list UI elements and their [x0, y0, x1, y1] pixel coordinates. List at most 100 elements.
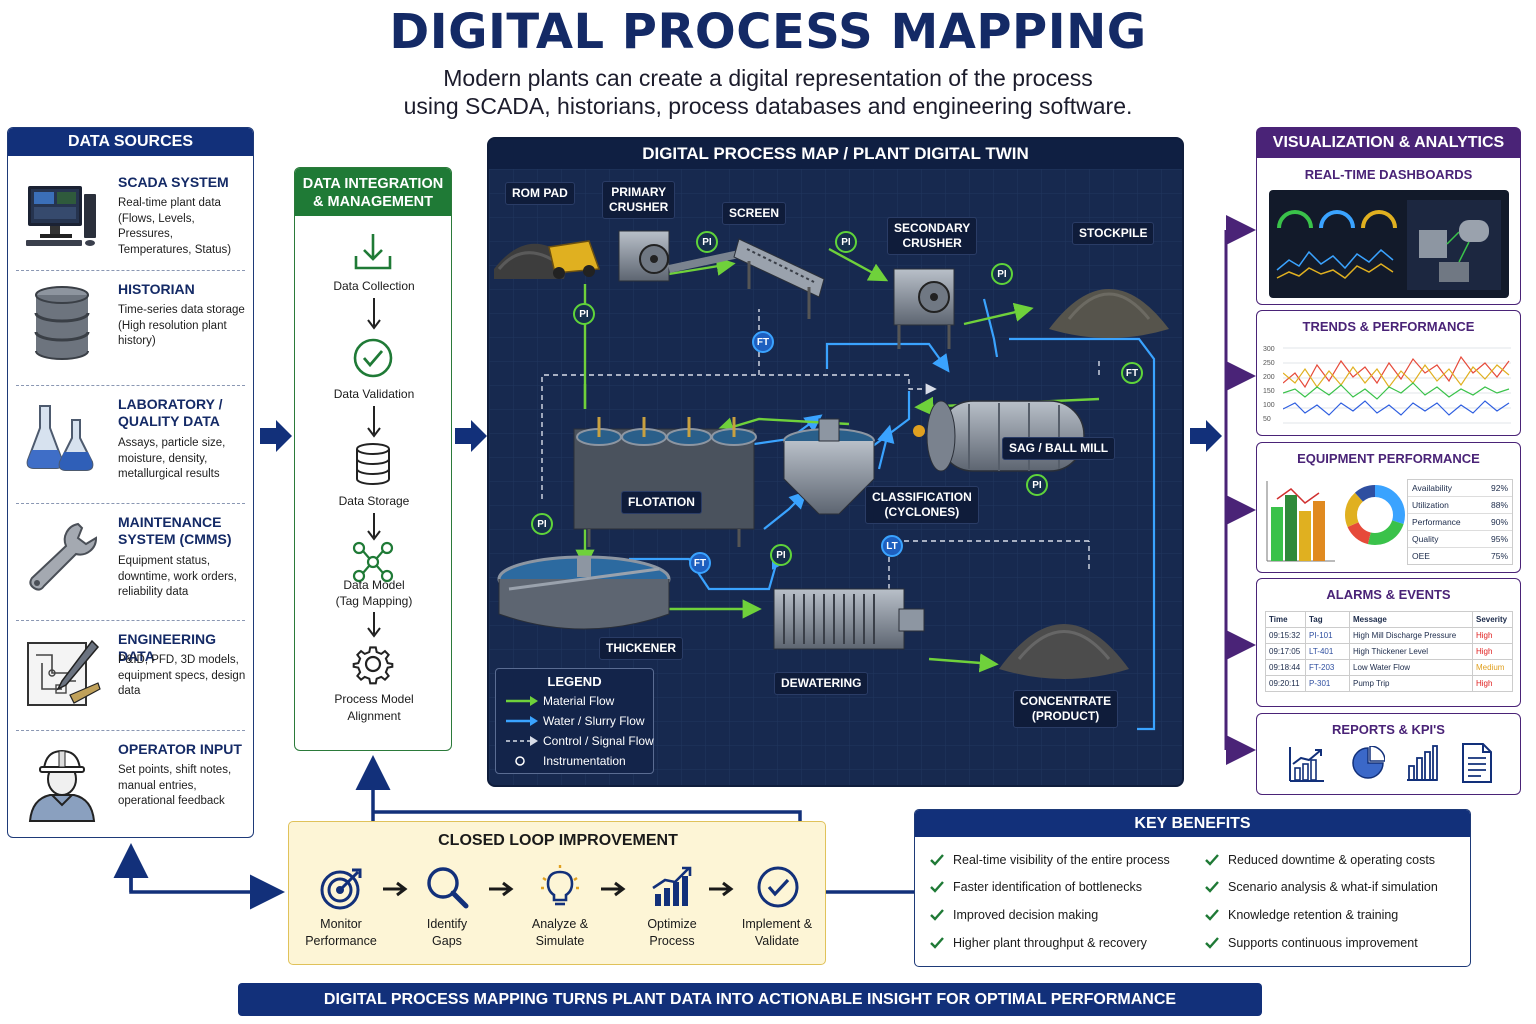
closed-loop-step[interactable]: Optimize Process: [622, 916, 722, 950]
data-integration-panel: DATA INTEGRATION & MANAGEMENT Data Colle…: [294, 167, 452, 751]
instrument-ft[interactable]: FT: [1121, 362, 1143, 384]
classification-equipment: [783, 418, 875, 515]
trends-y-tick: 300: [1263, 346, 1275, 353]
legend-instrumentation: Instrumentation: [506, 752, 626, 770]
instrument-pi[interactable]: PI: [991, 263, 1013, 285]
closed-loop-step-line-1: Analyze &: [531, 917, 589, 931]
data-source-engineering[interactable]: ENGINEERING DATA P&ID, PFD, 3D models, e…: [16, 621, 245, 731]
benefit-text: Real-time visibility of the entire proce…: [953, 853, 1170, 867]
kpi-label: Performance: [1412, 517, 1461, 527]
legend-control-flow: Control / Signal Flow: [506, 732, 654, 750]
page-subtitle: Modern plants can create a digital repre…: [0, 64, 1536, 120]
label-primary-crusher: PRIMARY CRUSHER: [602, 181, 676, 219]
table-row[interactable]: 09:15:32 PI-101 High Mill Discharge Pres…: [1265, 627, 1513, 644]
footer-banner: DIGITAL PROCESS MAPPING TURNS PLANT DATA…: [238, 983, 1262, 1016]
closed-loop-step-line-2: Validate: [754, 934, 800, 948]
data-source-scada[interactable]: SCADA SYSTEM Real-time plant data (Flows…: [16, 164, 245, 271]
instrument-ft[interactable]: FT: [689, 552, 711, 574]
instrument-pi[interactable]: PI: [770, 544, 792, 566]
reports-card[interactable]: REPORTS & KPI'S: [1256, 713, 1521, 795]
alarms-header-row: Time Tag Message Severity: [1265, 611, 1513, 628]
label-secondary-crusher-line-2: CRUSHER: [902, 236, 962, 250]
benefit-item: Higher plant throughput & recovery: [930, 935, 1147, 951]
screen-equipment: [733, 238, 825, 319]
label-classification-line-2: (CYCLONES): [884, 505, 960, 519]
table-row[interactable]: 09:18:44 FT-203 Low Water Flow Medium: [1265, 659, 1513, 676]
closed-loop-step[interactable]: Implement & Validate: [727, 916, 827, 950]
alarms-title: ALARMS & EVENTS: [1326, 587, 1451, 602]
table-row[interactable]: 09:20:11 P-301 Pump Trip High: [1265, 675, 1513, 692]
trends-card[interactable]: TRENDS & PERFORMANCE 300 250 200 150 100…: [1256, 310, 1521, 436]
closed-loop-step-line-1: Optimize: [647, 917, 697, 931]
closed-loop-step-line-2: Performance: [305, 934, 377, 948]
checkmark-icon: [1205, 854, 1219, 866]
flotation-equipment: [573, 417, 757, 547]
lightbulb-icon: [541, 865, 579, 906]
instrument-lt[interactable]: LT: [881, 535, 903, 557]
alarms-card[interactable]: ALARMS & EVENTS Time Tag Message Severit…: [1256, 578, 1521, 707]
flow-arrow-sources-to-integration: [260, 420, 292, 452]
closed-loop-step[interactable]: Analyze & Simulate: [510, 916, 610, 950]
computer-monitor-icon: [26, 186, 96, 246]
data-source-name: ENGINEERING DATA: [118, 631, 217, 664]
checkmark-icon: [930, 937, 944, 949]
closed-loop-step[interactable]: Monitor Performance: [291, 916, 391, 950]
right-arrow-icon: [709, 881, 734, 897]
wrench-icon: [29, 522, 98, 591]
closed-loop-step-line-1: Identify: [426, 917, 468, 931]
instrument-pi[interactable]: PI: [573, 303, 595, 325]
rom-pad-equipment: [494, 240, 601, 279]
stockpile-equipment: [1049, 289, 1169, 338]
subtitle-line-2: using SCADA, historians, process databas…: [403, 93, 1133, 119]
benefit-item: Knowledge retention & training: [1205, 907, 1398, 923]
table-row[interactable]: 09:17:05 LT-401 High Thickener Level Hig…: [1265, 643, 1513, 660]
checkmark-icon: [1205, 881, 1219, 893]
alarm-time: 09:20:11: [1265, 675, 1306, 692]
label-classification: CLASSIFICATION (CYCLONES): [865, 486, 979, 524]
trends-y-tick: 150: [1263, 388, 1275, 395]
label-stockpile: STOCKPILE: [1072, 222, 1155, 245]
right-arrow-icon: [489, 881, 514, 897]
equipment-donut-chart: [1345, 485, 1405, 545]
kpi-label: OEE: [1412, 551, 1430, 561]
data-source-operator[interactable]: OPERATOR INPUT Set points, shift notes, …: [16, 731, 245, 835]
label-secondary-crusher-line-1: SECONDARY: [894, 221, 971, 235]
label-screen: SCREEN: [722, 202, 787, 225]
label-primary-crusher-line-2: CRUSHER: [609, 200, 669, 214]
trends-y-tick: 100: [1263, 402, 1275, 409]
checkmark-icon: [930, 854, 944, 866]
data-source-maintenance[interactable]: MAINTENANCE SYSTEM (CMMS) Equipment stat…: [16, 504, 245, 621]
instrument-pi[interactable]: PI: [1026, 474, 1048, 496]
benefit-item: Improved decision making: [930, 907, 1098, 923]
database-icon: [356, 443, 390, 485]
legend-label: Material Flow: [543, 694, 615, 708]
data-integration-header: DATA INTEGRATION & MANAGEMENT: [295, 168, 451, 216]
alarms-col-time: Time: [1265, 611, 1306, 628]
drawing-pencil-icon: [27, 639, 101, 706]
benefit-text: Supports continuous improvement: [1228, 936, 1418, 950]
visualization-branch-lines: [1224, 215, 1256, 765]
dashboards-card[interactable]: REAL-TIME DASHBOARDS: [1256, 157, 1521, 305]
instrument-pi[interactable]: PI: [835, 231, 857, 253]
data-source-name: LABORATORY / QUALITY DATA: [118, 396, 223, 429]
benefit-text: Higher plant throughput & recovery: [953, 936, 1147, 950]
data-source-historian[interactable]: HISTORIAN Time-series data storage (High…: [16, 271, 245, 386]
kpi-value: 90%: [1490, 517, 1508, 527]
data-source-laboratory[interactable]: LABORATORY / QUALITY DATA Assays, partic…: [16, 386, 245, 504]
alarm-severity: High: [1472, 643, 1513, 660]
primary-crusher-equipment: [618, 230, 740, 282]
alarm-message: High Mill Discharge Pressure: [1349, 627, 1473, 644]
label-dewatering: DEWATERING: [774, 672, 869, 695]
benefit-text: Faster identification of bottlenecks: [953, 880, 1142, 894]
closed-loop-step[interactable]: Identify Gaps: [397, 916, 497, 950]
magnifier-icon: [427, 867, 469, 909]
closed-loop-connectors: [113, 755, 914, 910]
benefit-item: Real-time visibility of the entire proce…: [930, 852, 1170, 868]
label-thickener: THICKENER: [599, 637, 684, 660]
instrument-ft[interactable]: FT: [752, 331, 774, 353]
instrument-pi[interactable]: PI: [696, 231, 718, 253]
data-source-name: MAINTENANCE SYSTEM (CMMS): [118, 514, 232, 547]
instrument-pi[interactable]: PI: [531, 513, 553, 535]
